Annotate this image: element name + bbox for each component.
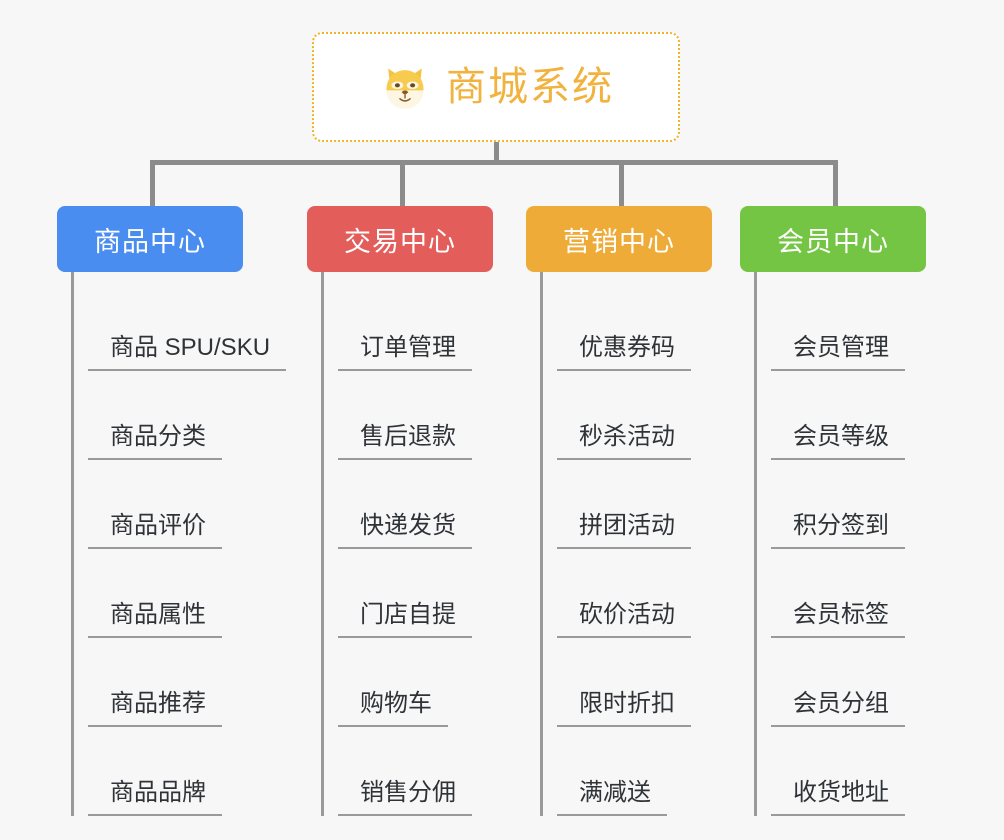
branch-header-label: 交易中心 [344,226,456,257]
leaf-label: 商品推荐 [88,690,222,727]
leaf-label: 优惠券码 [557,334,691,371]
leaf-label: 商品分类 [88,423,222,460]
leaf-label: 满减送 [557,779,667,816]
list-item[interactable]: 购物车 [338,638,521,727]
leaf-label: 商品品牌 [88,779,222,816]
leaf-label: 商品 SPU/SKU [88,334,287,371]
list-item[interactable]: 销售分佣 [338,727,521,816]
list-item[interactable]: 秒杀活动 [557,371,740,460]
list-item[interactable]: 订单管理 [338,282,521,371]
connector-drop-branch-4 [833,160,838,208]
shiba-dog-face-icon [386,68,424,109]
root-title: 商城系统 [446,65,614,109]
list-item[interactable]: 商品分类 [88,371,271,460]
leaf-label: 秒杀活动 [557,423,691,460]
leaf-label: 会员管理 [771,334,905,371]
list-item[interactable]: 商品推荐 [88,638,271,727]
leaf-label: 拼团活动 [557,512,691,549]
list-item[interactable]: 积分签到 [771,460,954,549]
list-item[interactable]: 收货地址 [771,727,954,816]
leaf-label: 限时折扣 [557,690,691,727]
leaf-label: 订单管理 [338,334,472,371]
leaf-label: 销售分佣 [338,779,472,816]
root-node[interactable]: 商城系统 [312,32,680,142]
list-item[interactable]: 会员标签 [771,549,954,638]
connector-drop-branch-1 [150,160,155,208]
leaf-list-marketing: 优惠券码 秒杀活动 拼团活动 砍价活动 限时折扣 满减送 [540,272,740,816]
leaf-label: 快递发货 [338,512,472,549]
list-item[interactable]: 会员等级 [771,371,954,460]
list-item[interactable]: 商品属性 [88,549,271,638]
list-item[interactable]: 砍价活动 [557,549,740,638]
list-item[interactable]: 优惠券码 [557,282,740,371]
leaf-label: 购物车 [338,690,448,727]
connector-root-stem [494,142,499,164]
leaf-list-trade: 订单管理 售后退款 快递发货 门店自提 购物车 销售分佣 [321,272,521,816]
list-item[interactable]: 快递发货 [338,460,521,549]
branch-header-label: 会员中心 [777,226,889,257]
leaf-list-member: 会员管理 会员等级 积分签到 会员标签 会员分组 收货地址 [754,272,954,816]
leaf-label: 会员等级 [771,423,905,460]
connector-drop-branch-3 [619,160,624,208]
leaf-label: 收货地址 [771,779,905,816]
branch-header-label: 营销中心 [563,226,675,257]
branch-header-member[interactable]: 会员中心 [740,206,926,272]
leaf-label: 砍价活动 [557,601,691,638]
branch-column-product: 商品中心 商品 SPU/SKU 商品分类 商品评价 商品属性 商品推荐 商品品牌 [57,206,287,816]
leaf-label: 商品属性 [88,601,222,638]
branch-column-marketing: 营销中心 优惠券码 秒杀活动 拼团活动 砍价活动 限时折扣 满减送 [526,206,740,816]
connector-drop-branch-2 [400,160,405,208]
leaf-label: 积分签到 [771,512,905,549]
leaf-label: 会员标签 [771,601,905,638]
leaf-list-product: 商品 SPU/SKU 商品分类 商品评价 商品属性 商品推荐 商品品牌 [71,272,287,816]
list-item[interactable]: 满减送 [557,727,740,816]
leaf-label: 商品评价 [88,512,222,549]
branch-header-product[interactable]: 商品中心 [57,206,243,272]
branch-column-trade: 交易中心 订单管理 售后退款 快递发货 门店自提 购物车 销售分佣 [307,206,521,816]
list-item[interactable]: 会员管理 [771,282,954,371]
list-item[interactable]: 商品评价 [88,460,271,549]
list-item[interactable]: 门店自提 [338,549,521,638]
list-item[interactable]: 限时折扣 [557,638,740,727]
list-item[interactable]: 商品品牌 [88,727,271,816]
list-item[interactable]: 售后退款 [338,371,521,460]
list-item[interactable]: 会员分组 [771,638,954,727]
list-item[interactable]: 拼团活动 [557,460,740,549]
branch-header-marketing[interactable]: 营销中心 [526,206,712,272]
branch-header-trade[interactable]: 交易中心 [307,206,493,272]
connector-horizontal-bus [150,160,838,165]
list-item[interactable]: 商品 SPU/SKU [88,282,287,371]
leaf-label: 售后退款 [338,423,472,460]
branch-header-label: 商品中心 [94,226,206,257]
leaf-label: 门店自提 [338,601,472,638]
branch-column-member: 会员中心 会员管理 会员等级 积分签到 会员标签 会员分组 收货地址 [740,206,954,816]
leaf-label: 会员分组 [771,690,905,727]
